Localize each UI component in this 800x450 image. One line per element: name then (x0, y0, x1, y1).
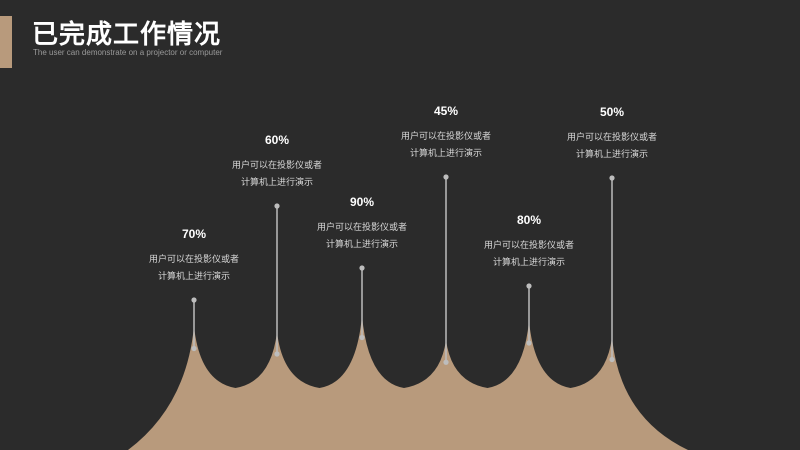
description-line: 计算机上进行演示 (576, 148, 648, 160)
value-label: 70% (182, 227, 206, 241)
marker-dot-bottom (274, 351, 280, 357)
description-line: 计算机上进行演示 (326, 238, 398, 250)
marker-dot-bottom (191, 345, 197, 352)
page-title: 已完成工作情况 (32, 20, 222, 50)
title-accent-bar (0, 16, 12, 68)
value-label: 80% (517, 213, 541, 227)
description-line: 用户可以在投影仪或者 (149, 253, 239, 265)
marker-dot-top (526, 283, 532, 289)
description-line: 计算机上进行演示 (493, 256, 565, 268)
marker-dot-bottom (443, 359, 449, 365)
marker-dot-bottom (526, 340, 532, 346)
peak-area (128, 315, 688, 450)
marker-dot-top (609, 175, 615, 181)
description-line: 用户可以在投影仪或者 (232, 159, 322, 171)
description-line: 用户可以在投影仪或者 (567, 131, 657, 143)
description-line: 用户可以在投影仪或者 (317, 221, 407, 233)
marker-dot-top (274, 203, 280, 209)
marker-dot-top (359, 265, 365, 271)
marker-dot-top (191, 297, 197, 303)
page-subtitle: The user can demonstrate on a projector … (33, 48, 223, 57)
description-line: 计算机上进行演示 (241, 176, 313, 188)
value-label: 45% (434, 104, 458, 118)
marker-dot-top (443, 174, 449, 180)
marker-dot-bottom (359, 334, 365, 341)
marker-dot-bottom (609, 356, 615, 363)
value-label: 60% (265, 133, 289, 147)
description-line: 用户可以在投影仪或者 (484, 239, 574, 251)
description-line: 计算机上进行演示 (410, 147, 482, 159)
value-label: 90% (350, 195, 374, 209)
description-line: 用户可以在投影仪或者 (401, 130, 491, 142)
value-label: 50% (600, 105, 624, 119)
description-line: 计算机上进行演示 (158, 270, 230, 282)
